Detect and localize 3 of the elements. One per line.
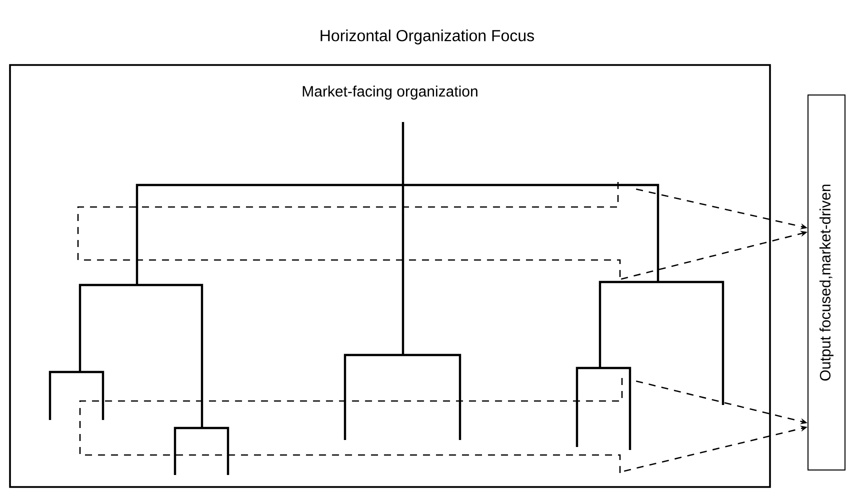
output-box: Output focused,market-driven (808, 94, 846, 470)
title: Horizontal Organization Focus (320, 30, 534, 44)
organization-box: Market-facing organization (9, 64, 771, 488)
